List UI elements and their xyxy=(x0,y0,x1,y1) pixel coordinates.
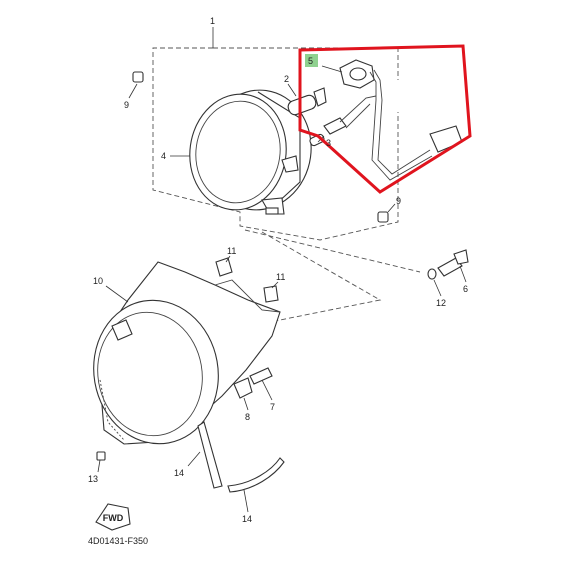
dashed-link-to-bolt xyxy=(244,229,421,273)
leader-5 xyxy=(321,65,343,73)
callout-9b: 9 xyxy=(396,196,401,206)
spring-nut-7 xyxy=(249,367,273,385)
trim-strip-14b xyxy=(227,457,285,493)
callout-14b: 14 xyxy=(242,514,252,524)
callout-9a: 9 xyxy=(124,100,129,110)
callout-14a: 14 xyxy=(174,468,184,478)
callout-7: 7 xyxy=(270,402,275,412)
grommet-8 xyxy=(233,377,253,399)
screw-9a xyxy=(132,71,144,83)
trim-strip-14a xyxy=(197,421,223,489)
highlight-outline xyxy=(298,44,472,194)
socket-harness-5 xyxy=(321,59,463,181)
leader-9b xyxy=(387,203,396,213)
leader-10 xyxy=(105,285,129,303)
callout-11a: 11 xyxy=(227,246,236,256)
screw-9b xyxy=(377,211,389,223)
leader-9a xyxy=(128,83,138,99)
leader-13 xyxy=(97,459,101,473)
callout-11b: 11 xyxy=(276,272,285,282)
leader-2 xyxy=(287,83,297,97)
clip-11b xyxy=(263,285,279,303)
headlight-unit xyxy=(189,89,312,215)
callout-12: 12 xyxy=(436,298,446,308)
callout-8: 8 xyxy=(245,412,250,422)
drawing-code: 4D01431-F350 xyxy=(88,536,148,546)
bolt-6 xyxy=(437,249,469,277)
callout-4: 4 xyxy=(161,151,166,161)
leader-7 xyxy=(261,379,273,401)
fwd-arrow: FWD xyxy=(95,503,131,531)
callout-2: 2 xyxy=(284,74,289,84)
callout-3: 3 xyxy=(326,138,331,148)
leader-11b xyxy=(271,281,279,289)
callout-10: 10 xyxy=(93,276,103,286)
callout-6: 6 xyxy=(463,284,468,294)
callout-5: 5 xyxy=(308,56,313,66)
leader-8 xyxy=(243,397,249,411)
headlight-cover-10 xyxy=(93,261,281,445)
callout-1: 1 xyxy=(210,16,215,26)
dashed-link-to-clamp xyxy=(261,231,382,323)
callout-5-highlight xyxy=(305,54,318,67)
callout-13: 13 xyxy=(88,474,98,484)
rivet-13 xyxy=(96,451,106,461)
leader-6 xyxy=(459,265,467,283)
leader-14a xyxy=(187,451,201,467)
clip-11a xyxy=(215,257,233,277)
bulb-2 xyxy=(287,87,327,116)
leader-12 xyxy=(433,279,442,297)
leader-11a xyxy=(225,255,231,263)
washer-12 xyxy=(427,268,437,280)
leader-14b xyxy=(243,489,249,513)
fwd-label: FWD xyxy=(103,513,124,523)
